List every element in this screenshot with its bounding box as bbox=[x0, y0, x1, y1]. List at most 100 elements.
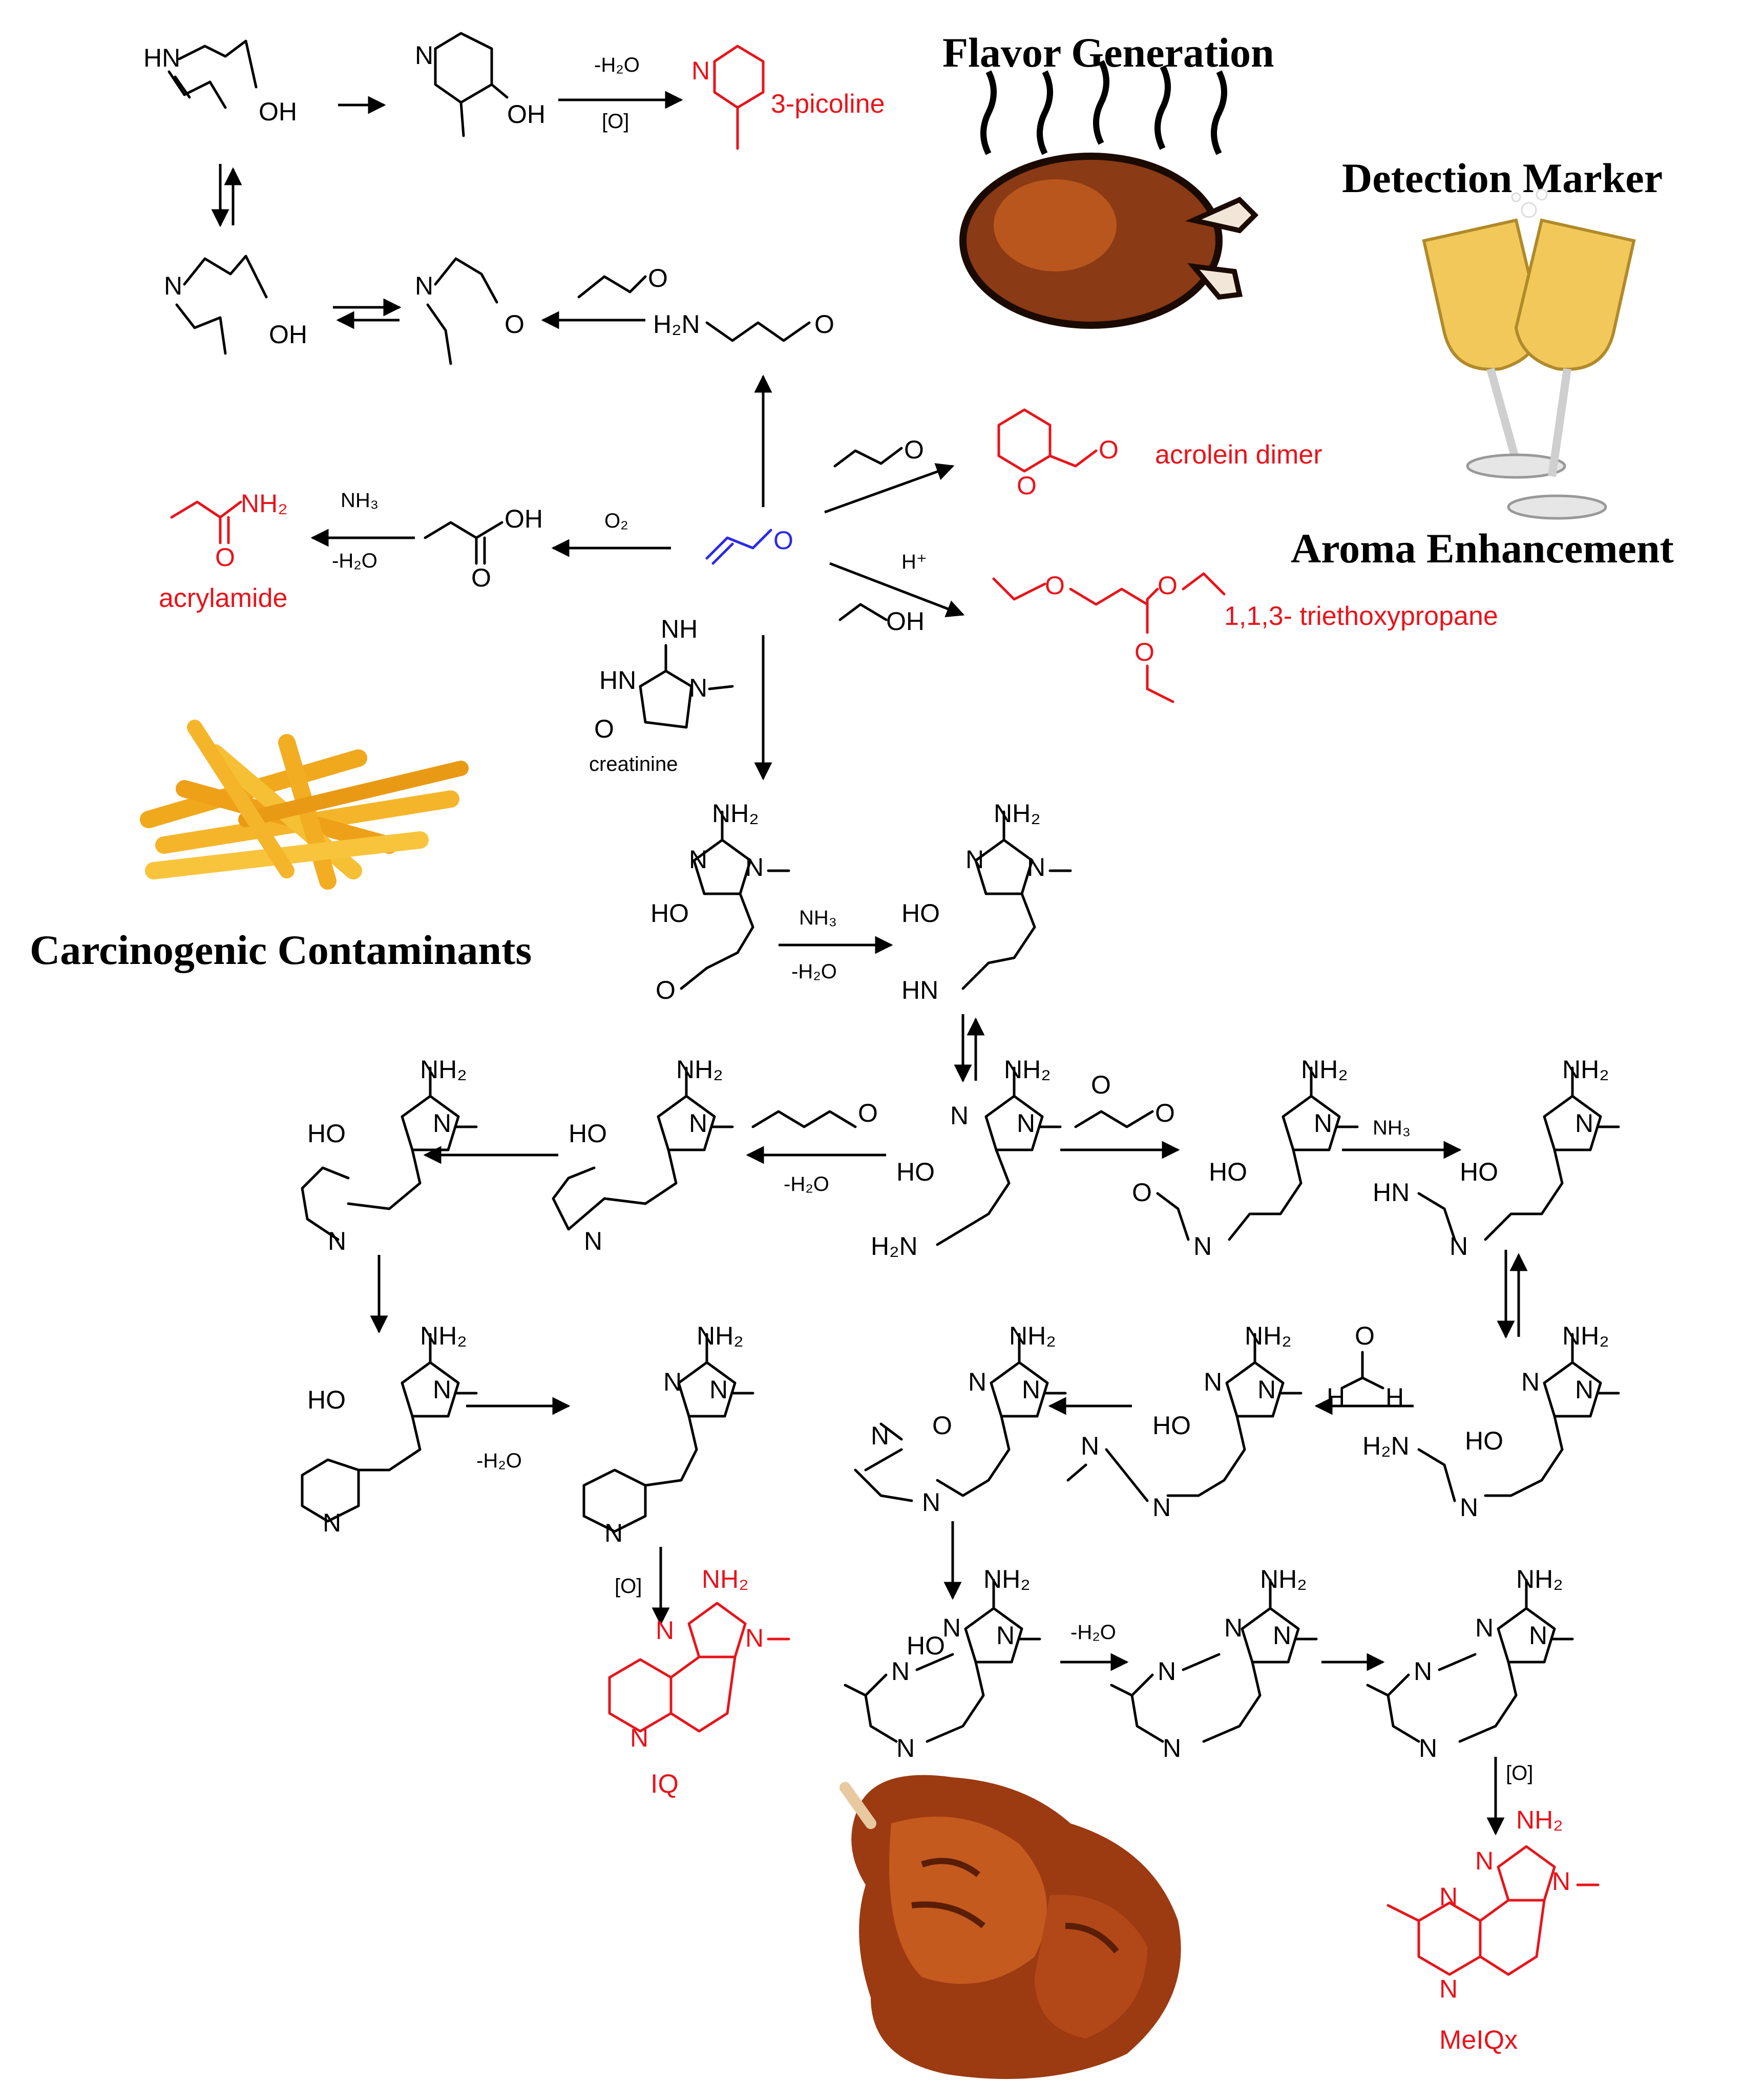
product-triethoxypropane: 1,1,3- triethoxypropane bbox=[1224, 601, 1498, 631]
atom-label: N bbox=[1193, 1232, 1212, 1261]
atom-label: NH₂ bbox=[712, 799, 759, 828]
atom-label: N bbox=[1081, 1432, 1099, 1460]
atom-label: OH bbox=[505, 505, 543, 533]
atom-label: N bbox=[996, 1621, 1015, 1650]
atom-label: N bbox=[1521, 1368, 1540, 1396]
atom-label: HO bbox=[1152, 1411, 1191, 1440]
atom-label: NH₂ bbox=[1245, 1321, 1292, 1350]
product-acrylamide: acrylamide bbox=[159, 583, 287, 613]
atom-label: N bbox=[689, 845, 707, 874]
atom-label: HO bbox=[1465, 1426, 1503, 1455]
atom-label: N bbox=[709, 1375, 728, 1404]
atom-label: N bbox=[630, 1724, 648, 1752]
atom-label: N bbox=[328, 1227, 346, 1255]
atom-label: NH₂ bbox=[1009, 1321, 1056, 1350]
atom-label: NH₂ bbox=[1516, 1805, 1563, 1834]
acrolein-molecule: O bbox=[705, 526, 793, 565]
acrolein-oxygen: O bbox=[773, 526, 793, 555]
atom-label: N bbox=[415, 271, 433, 300]
atom-label: H₂N bbox=[653, 310, 700, 339]
reagent-label: NH₃ bbox=[799, 907, 837, 929]
atom-label: N bbox=[1439, 1975, 1458, 2003]
atom-label: NH₂ bbox=[1260, 1565, 1307, 1593]
atom-label: N bbox=[689, 674, 707, 702]
atom-label: N bbox=[433, 1109, 451, 1138]
atom-label: HO bbox=[901, 899, 940, 928]
atom-label: OH bbox=[259, 97, 297, 126]
imidazole-row-3: NH₂ HO N N -H₂O NH₂ N N N [O] NH₂ N N N … bbox=[301, 1321, 1620, 1799]
atom-label: O bbox=[1135, 638, 1154, 666]
picoline-pathway: HN OH N OH -H₂O [O] N 3-picoline N OH N bbox=[143, 32, 885, 507]
atom-label: N bbox=[584, 1227, 602, 1255]
reagent-label: O₂ bbox=[604, 510, 628, 532]
reagent-label: H⁺ bbox=[901, 551, 927, 573]
atom-label: N bbox=[896, 1734, 915, 1762]
atom-label: N bbox=[323, 1508, 341, 1537]
atom-label: O bbox=[858, 1099, 878, 1127]
atom-label: O bbox=[814, 310, 834, 339]
atom-label: H₂N bbox=[871, 1232, 918, 1261]
atom-label: H₂N bbox=[1362, 1432, 1410, 1460]
atom-label: N bbox=[1314, 1109, 1332, 1138]
atom-label: N bbox=[1575, 1375, 1593, 1404]
triethoxypropane-branch: H⁺ OH O O O 1,1,3- triethoxypropane bbox=[829, 551, 1498, 703]
atom-label: HO bbox=[907, 1631, 945, 1660]
product-3-picoline: 3-picoline bbox=[771, 89, 885, 119]
reagent-label: [O] bbox=[615, 1575, 642, 1598]
atom-label: HO bbox=[1209, 1158, 1247, 1186]
atom-label: N bbox=[1027, 853, 1045, 881]
atom-label: O bbox=[505, 310, 524, 339]
atom-label: H bbox=[1327, 1383, 1345, 1412]
imidazole-row-1: NH₂ N N HO O NH₃ -H₂O NH₂ N N HO HN bbox=[650, 799, 1072, 1083]
atom-label: N bbox=[1017, 1109, 1035, 1138]
atom-label: NH₂ bbox=[241, 489, 288, 518]
atom-label: NH₂ bbox=[1004, 1055, 1051, 1084]
reagent-label: [O] bbox=[1506, 1762, 1533, 1784]
atom-label: NH₂ bbox=[1301, 1055, 1348, 1084]
reagent-label: [O] bbox=[602, 110, 629, 133]
atom-label: N bbox=[1552, 1867, 1570, 1896]
atom-label: N bbox=[1152, 1493, 1171, 1522]
grilled-chicken-icon bbox=[839, 1775, 1181, 2079]
reagent-label: -H₂O bbox=[1070, 1621, 1116, 1644]
atom-label: N bbox=[745, 1624, 764, 1652]
french-fries-icon bbox=[140, 720, 469, 890]
atom-label: N bbox=[968, 1368, 986, 1396]
atom-label: HO bbox=[307, 1385, 346, 1414]
atom-label: N bbox=[1475, 1613, 1494, 1642]
atom-label: N bbox=[745, 853, 764, 881]
heading-detection-marker: Detection Marker bbox=[1342, 155, 1663, 201]
atom-label: N bbox=[1450, 1232, 1468, 1261]
atom-label: NH₂ bbox=[994, 799, 1041, 828]
atom-label: O bbox=[1158, 571, 1178, 600]
atom-label: N bbox=[1257, 1375, 1276, 1404]
atom-label: N bbox=[164, 271, 182, 300]
atom-label: N bbox=[1158, 1657, 1176, 1686]
imidazole-row-2: NH₂ N N HO H₂N O O O -H₂O NH₂ HO N N NH₂… bbox=[301, 1055, 1620, 1339]
reagent-label: -H₂O bbox=[332, 550, 377, 572]
atom-label: O bbox=[1132, 1178, 1152, 1207]
atom-label: O bbox=[648, 264, 668, 292]
atom-label: N bbox=[922, 1488, 940, 1517]
atom-label: N bbox=[656, 1616, 674, 1645]
atom-label: O bbox=[1045, 571, 1065, 600]
atom-label: N bbox=[1419, 1734, 1437, 1762]
heading-flavor-generation: Flavor Generation bbox=[942, 29, 1274, 76]
atom-label: N bbox=[1204, 1368, 1222, 1396]
atom-label: N bbox=[1163, 1734, 1181, 1762]
reagent-label: -H₂O bbox=[476, 1450, 522, 1472]
atom-label: N bbox=[942, 1613, 961, 1642]
atom-label: O bbox=[1155, 1099, 1175, 1127]
atom-label: O bbox=[471, 563, 491, 592]
heading-aroma-enhancement: Aroma Enhancement bbox=[1291, 525, 1674, 572]
champagne-glasses-icon bbox=[1422, 188, 1636, 520]
reagent-label: -H₂O bbox=[594, 54, 640, 76]
product-meiqx: MeIQx bbox=[1439, 2025, 1518, 2055]
atom-label: HN bbox=[599, 666, 636, 695]
acrolein-dimer-branch: O O O acrolein dimer bbox=[824, 408, 1322, 514]
atom-label: N bbox=[1460, 1493, 1478, 1522]
atom-label: N bbox=[1575, 1109, 1593, 1138]
atom-label: OH bbox=[507, 100, 545, 129]
reagent-label: -H₂O bbox=[784, 1173, 829, 1195]
